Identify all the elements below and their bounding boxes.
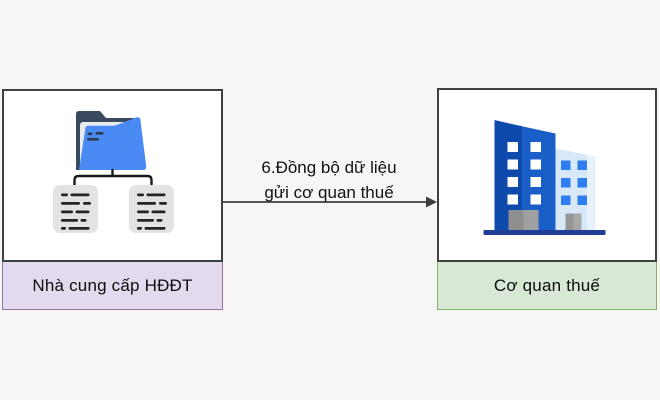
sync-arrow xyxy=(223,196,437,208)
folder-front xyxy=(78,116,146,170)
node-tax-authority-body xyxy=(437,88,657,262)
building-doors xyxy=(508,210,582,230)
tax-label-text: Cơ quan thuế xyxy=(493,275,601,295)
folder-text-dashes xyxy=(86,131,103,141)
provider-label-bar: Nhà cung cấp HĐĐT xyxy=(2,262,223,310)
building-light-right-face xyxy=(587,154,596,230)
document-icon-right xyxy=(128,184,174,233)
node-invoice-provider-body xyxy=(2,89,223,262)
sync-arrow-label-line1: 6.Đồng bộ dữ liệu xyxy=(261,158,397,177)
sync-arrow-label-line2: gửi cơ quan thuế xyxy=(264,183,394,202)
document-icon-left xyxy=(52,184,98,233)
node-invoice-provider: Nhà cung cấp HĐĐT xyxy=(2,89,223,310)
building-white-windows xyxy=(507,142,541,205)
building-blue-windows xyxy=(561,160,587,205)
office-building-icon xyxy=(483,120,606,235)
folder-with-documents-icon xyxy=(52,110,174,233)
node-tax-authority: Cơ quan thuế xyxy=(437,88,657,310)
tree-connector-line xyxy=(72,168,153,186)
building-base xyxy=(483,230,606,235)
tax-label-bar: Cơ quan thuế xyxy=(437,262,657,310)
sync-arrow-head xyxy=(426,196,437,208)
sync-arrow-label: 6.Đồng bộ dữ liệu gửi cơ quan thuế xyxy=(229,155,429,205)
provider-label-text: Nhà cung cấp HĐĐT xyxy=(32,275,193,295)
